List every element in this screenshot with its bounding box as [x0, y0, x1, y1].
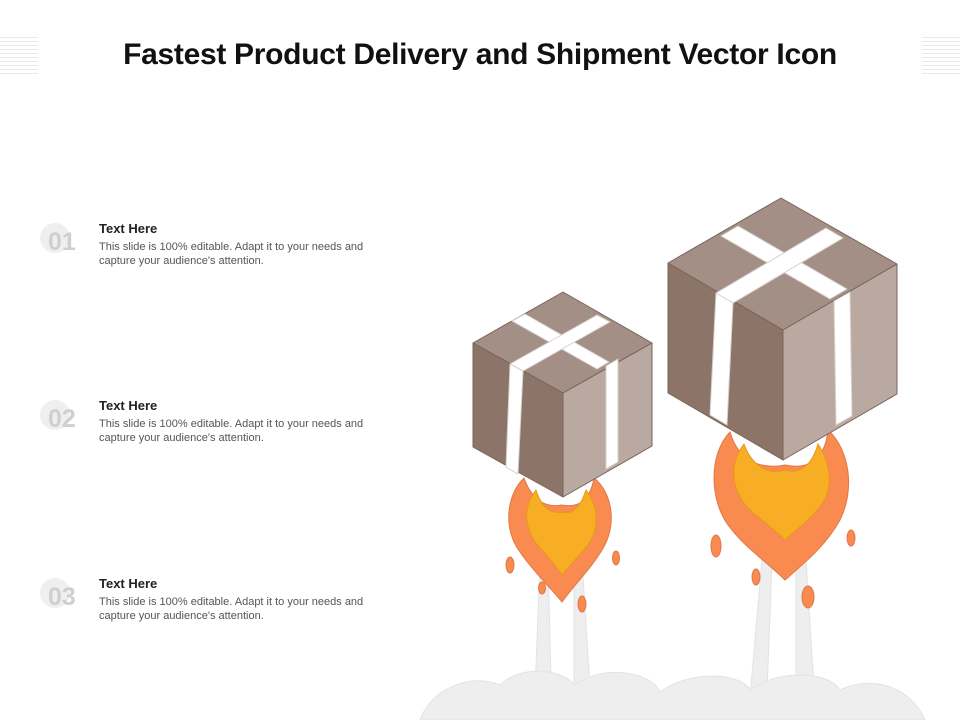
smoke-trails — [419, 559, 926, 720]
point-number: 01 — [48, 228, 76, 256]
large-package-box — [667, 197, 898, 461]
small-package-box — [472, 291, 653, 498]
point-heading: Text Here — [99, 398, 158, 413]
number-circle — [40, 578, 70, 608]
small-box-flame — [505, 477, 620, 613]
decorative-stripes-left — [0, 37, 38, 75]
number-circle — [40, 400, 70, 430]
point-body: This slide is 100% editable. Adapt it to… — [99, 241, 364, 267]
number-circle — [40, 223, 70, 253]
point-number-badge: 02 — [40, 400, 90, 440]
slide-title: Fastest Product Delivery and Shipment Ve… — [123, 38, 837, 71]
point-heading: Text Here — [99, 221, 158, 236]
point-item-2: 02 Text Here This slide is 100% editable… — [36, 398, 416, 468]
point-body: This slide is 100% editable. Adapt it to… — [99, 418, 364, 444]
point-number-badge: 03 — [40, 578, 90, 618]
point-body: This slide is 100% editable. Adapt it to… — [99, 596, 364, 622]
point-number-badge: 01 — [40, 223, 90, 263]
point-item-1: 01 Text Here This slide is 100% editable… — [36, 221, 416, 291]
point-heading: Text Here — [99, 576, 158, 591]
point-number: 03 — [48, 583, 76, 611]
point-number: 02 — [48, 405, 76, 433]
decorative-stripes-right — [922, 37, 960, 75]
large-box-flame — [710, 428, 856, 609]
point-item-3: 03 Text Here This slide is 100% editable… — [36, 576, 416, 646]
